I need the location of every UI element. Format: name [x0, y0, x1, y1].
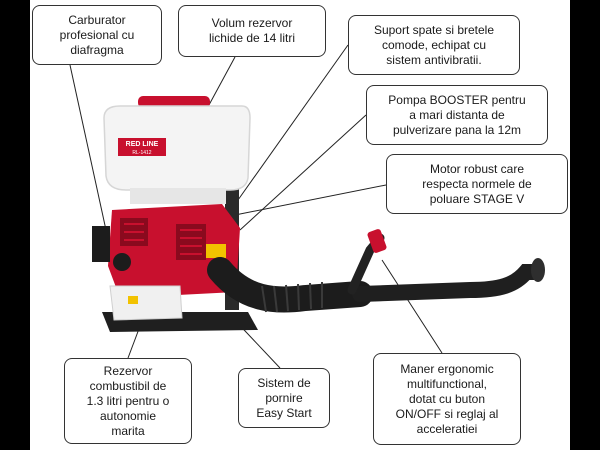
callout-booster-pump-text: Pompa BOOSTER pentru a mari distanta de … — [388, 92, 526, 137]
leader-line-harness — [237, 44, 349, 201]
callout-fuel-tank-text: Rezervor combustibil de 1.3 litri pentru… — [86, 363, 170, 438]
liquid-tank — [103, 105, 251, 191]
blower-hose — [207, 257, 373, 313]
callout-booster-pump: Pompa BOOSTER pentru a mari distanta de … — [366, 85, 548, 145]
leader-line-motor — [234, 184, 387, 216]
callout-ergonomic-handle: Maner ergonomic multifunctional, dotat c… — [373, 353, 521, 445]
callout-back-support: Suport spate si bretele comode, echipat … — [348, 15, 520, 75]
callout-tank-volume: Volum rezervor lichide de 14 litri — [178, 5, 326, 57]
leader-line-pump — [239, 114, 367, 231]
carburetor-unit — [92, 226, 110, 262]
leader-line-handle — [381, 259, 443, 354]
hose-ribs — [261, 282, 323, 313]
callout-motor: Motor robust care respecta normele de po… — [386, 154, 568, 214]
throttle-control — [367, 229, 387, 253]
callout-ergonomic-handle-text: Maner ergonomic multifunctional, dotat c… — [395, 361, 499, 436]
callout-motor-text: Motor robust care respecta normele de po… — [422, 161, 532, 206]
mist-blower-illustration: RED LINE RL-1412 — [69, 44, 545, 369]
starter-knob — [113, 253, 131, 271]
tank-cap — [138, 96, 210, 108]
discharge-pipe — [352, 264, 542, 302]
brand-logo-plate — [118, 138, 166, 156]
callout-carburetor: Carburator profesional cu diafragma — [32, 5, 162, 65]
callout-back-support-text: Suport spate si bretele comode, echipat … — [373, 22, 495, 67]
callout-easy-start-text: Sistem de pornire Easy Start — [256, 375, 312, 420]
callout-carburetor-text: Carburator profesional cu diafragma — [59, 12, 135, 57]
callout-fuel-tank: Rezervor combustibil de 1.3 litri pentru… — [64, 358, 192, 444]
engine-vent-grille — [124, 223, 202, 255]
fuel-tank-label — [128, 296, 138, 304]
tank-neck — [130, 188, 226, 204]
nozzle-tip — [531, 258, 545, 282]
brand-logo-text: RED LINE — [126, 141, 159, 148]
leader-line-carburetor — [69, 64, 107, 231]
callout-easy-start: Sistem de pornire Easy Start — [238, 368, 330, 428]
brand-logo-subtext: RL-1412 — [132, 150, 151, 156]
warning-sticker — [206, 244, 226, 258]
callout-tank-volume-text: Volum rezervor lichide de 14 litri — [208, 16, 296, 45]
fuel-tank — [109, 285, 183, 321]
product-image-stage: RED LINE RL-1412 C — [30, 0, 570, 450]
